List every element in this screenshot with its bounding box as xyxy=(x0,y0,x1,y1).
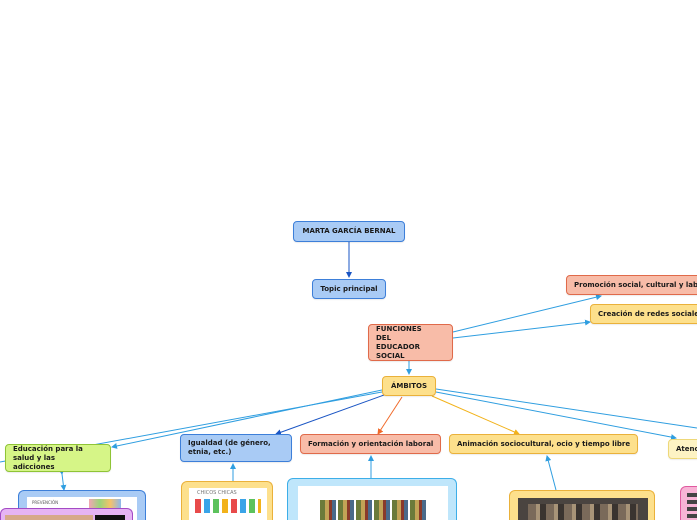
atencion-image xyxy=(687,493,697,520)
connector-animacion-image xyxy=(545,455,557,491)
connector-funciones-redes xyxy=(452,319,591,339)
connector-ambitos-offscreen xyxy=(435,388,697,429)
animacion-image-figures xyxy=(528,504,638,520)
connector-ambitos-atencion xyxy=(435,391,677,441)
connector-ambitos-animacion xyxy=(431,395,520,435)
redes-node[interactable]: Creación de redes sociale xyxy=(590,304,697,324)
connector-ambitos-salud xyxy=(111,389,383,449)
formacion-image xyxy=(298,486,448,520)
connector-ambitos-igualdad xyxy=(275,394,385,436)
formacion-image-frame[interactable] xyxy=(287,478,457,520)
animacion-node[interactable]: Animación sociocultural, ocio y tiempo l… xyxy=(449,434,638,454)
igualdad-image-kids xyxy=(195,499,261,513)
salud-overlay-photo xyxy=(95,515,125,520)
connector-funciones-promocion xyxy=(452,294,602,333)
connector-ambitos-formacion xyxy=(377,396,403,435)
animacion-image xyxy=(518,498,648,520)
formacion-image-wordcloud xyxy=(320,500,428,520)
salud-image-caption: PREVENCIÓN xyxy=(32,500,59,505)
atencion-node[interactable]: Atenc xyxy=(668,439,697,459)
atencion-image-frame[interactable] xyxy=(680,486,697,520)
formacion-node[interactable]: Formación y orientación laboral xyxy=(300,434,441,454)
salud-overlay-image[interactable] xyxy=(0,508,133,520)
topic-node[interactable]: Topic principal xyxy=(312,279,386,299)
salud-node[interactable]: Educación para la salud y las adicciones xyxy=(5,444,111,472)
animacion-image-frame[interactable] xyxy=(509,490,655,520)
promocion-node[interactable]: Promoción social, cultural y lab xyxy=(566,275,697,295)
igualdad-image: CHICOS CHICAS xyxy=(189,488,267,520)
root-node[interactable]: MARTA GARCÍA BERNAL xyxy=(293,221,405,242)
salud-overlay-strip xyxy=(5,515,93,520)
ambitos-node[interactable]: ÁMBITOS xyxy=(382,376,436,396)
igualdad-image-frame[interactable]: CHICOS CHICAS xyxy=(181,481,273,520)
igualdad-image-caption: CHICOS CHICAS xyxy=(197,490,237,496)
funciones-node[interactable]: FUNCIONES DEL EDUCADOR SOCIAL xyxy=(368,324,453,361)
igualdad-node[interactable]: Igualdad (de género, etnia, etc.) xyxy=(180,434,292,462)
connector-salud-image xyxy=(58,468,67,491)
